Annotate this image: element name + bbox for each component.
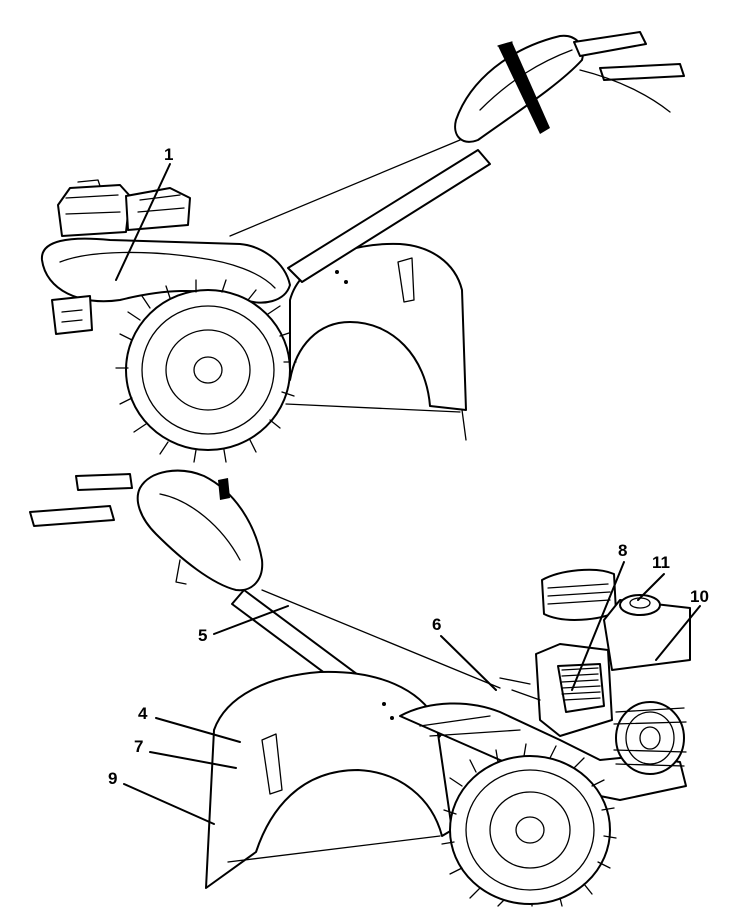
- wheel-tire: [125, 289, 291, 451]
- leader-1: [115, 163, 171, 281]
- handle-grip-upper: [573, 31, 647, 57]
- depth-bar: [397, 257, 415, 303]
- callout-1: 1: [164, 145, 174, 164]
- tiller-right-view: [29, 469, 691, 907]
- wheel-tire-right: [449, 755, 611, 905]
- shroud-detail-top: [137, 194, 185, 213]
- handle-housing-right: [136, 469, 264, 592]
- frame-detail: [419, 715, 521, 737]
- air-cleaner-detail: [547, 583, 611, 605]
- fuel-cap: [619, 594, 661, 616]
- callout-10: 10: [690, 587, 709, 606]
- wheel-rim-right: [489, 791, 571, 869]
- handle-housing-detail-right: [159, 493, 241, 561]
- callout-4: 4: [138, 704, 148, 723]
- hood-bolt-right: [390, 716, 394, 720]
- handle-clip: [175, 559, 187, 585]
- wheel-hub: [193, 356, 223, 384]
- recoil-starter-inner: [625, 711, 675, 765]
- wheel-hub-right: [515, 816, 545, 844]
- transmission-frame: [399, 702, 687, 801]
- engine-shroud-top: [125, 187, 191, 231]
- engine-detail-top: [65, 179, 121, 215]
- leader-6: [440, 635, 497, 691]
- callout-11: 11: [652, 553, 670, 572]
- recoil-starter-hub: [639, 726, 661, 750]
- frame-bracket: [51, 295, 93, 335]
- callout-8: 8: [618, 541, 628, 560]
- handle-grip-lower: [599, 63, 685, 81]
- wheel-rim-outer-right: [465, 769, 595, 891]
- control-cable-right: [261, 589, 501, 689]
- wheel-treads-right: [441, 743, 617, 907]
- engine-block-top: [57, 184, 131, 237]
- frame-bracket-detail: [61, 309, 83, 323]
- hood-flap-right: [227, 835, 441, 863]
- fender-inner: [59, 251, 276, 289]
- hood-flap: [285, 403, 467, 441]
- air-cleaner: [541, 568, 617, 621]
- fender: [40, 237, 291, 304]
- throttle-linkage: [499, 677, 541, 701]
- leader-9: [123, 783, 215, 825]
- wheel-rim-outer: [141, 305, 275, 435]
- control-cable: [229, 139, 461, 237]
- callout-7: 7: [134, 737, 144, 756]
- depth-bar-right: [261, 733, 283, 795]
- leader-5: [213, 605, 289, 635]
- callout-6: 6: [432, 615, 442, 634]
- shift-lever: [498, 42, 550, 134]
- handle-grip-left-upper: [29, 505, 115, 527]
- hood-bolt-right: [382, 702, 386, 706]
- handle-bail: [579, 69, 671, 113]
- callout-9: 9: [108, 769, 118, 788]
- tine-hood-right: [205, 670, 453, 889]
- hood-bolt: [344, 280, 348, 284]
- wheel-rim: [165, 329, 251, 411]
- recoil-fins: [613, 707, 687, 767]
- handlebar-tube: [287, 149, 491, 283]
- handle-grip-left-lower: [75, 473, 133, 491]
- tiller-left-view: [40, 31, 685, 463]
- hood-bolt: [335, 270, 339, 274]
- leader-11: [637, 573, 665, 601]
- fuel-tank: [603, 599, 691, 671]
- shift-knob: [218, 478, 230, 500]
- callout-5: 5: [198, 626, 208, 645]
- leader-4: [155, 717, 241, 743]
- shift-lever-cap: [497, 41, 513, 47]
- leader-10: [655, 605, 701, 661]
- leader-7: [149, 751, 237, 769]
- callout-leaders: [115, 163, 701, 825]
- leader-8: [571, 561, 625, 691]
